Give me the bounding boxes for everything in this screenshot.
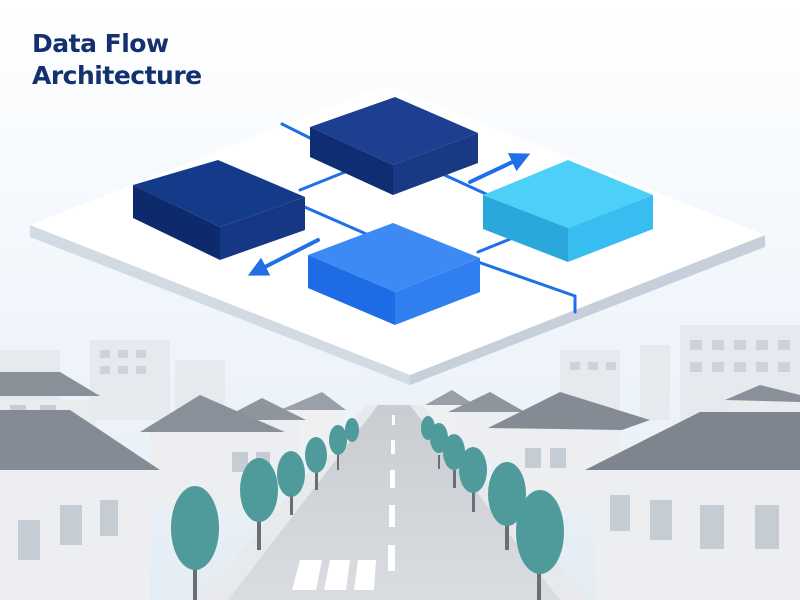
houses-right <box>425 385 800 600</box>
flow-arrows <box>247 153 531 276</box>
connector-left-top <box>298 168 352 192</box>
connector-bottom-exit <box>476 260 577 298</box>
connector-top-entry <box>280 122 312 140</box>
arrow-to-lower-left <box>247 238 320 276</box>
connector-top-right <box>436 170 488 196</box>
navy-block-top <box>310 97 478 195</box>
blue-block-bottom <box>308 223 480 325</box>
houses-left <box>0 372 346 600</box>
diagram-title: Data Flow Architecture <box>32 28 202 92</box>
street-trees <box>171 416 564 600</box>
navy-block-left <box>133 160 305 260</box>
cyan-block-right <box>483 160 653 262</box>
title-line-1: Data Flow <box>32 29 169 58</box>
background-windows <box>100 340 790 374</box>
arrow-to-upper-right <box>468 153 531 184</box>
title-line-2: Architecture <box>32 61 202 90</box>
